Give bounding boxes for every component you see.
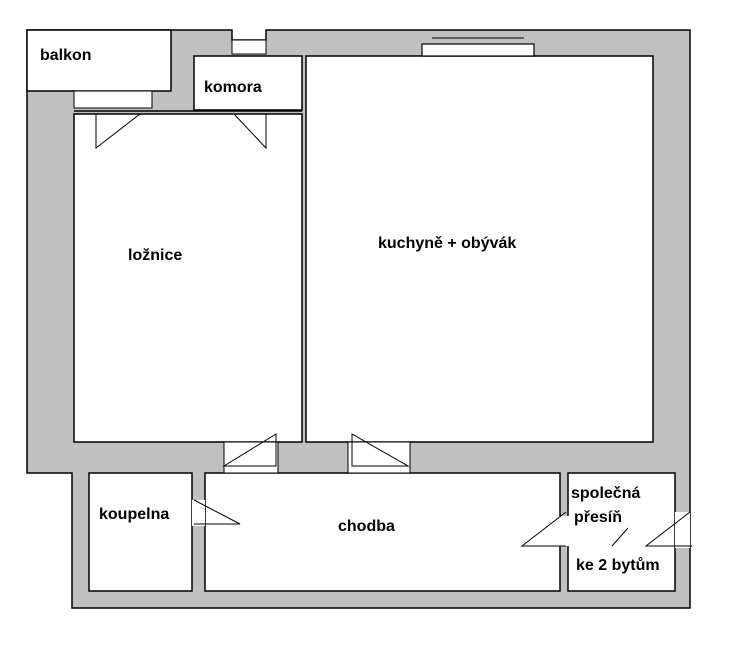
bathroom-label: koupelna [99, 506, 170, 523]
kitchen-door-swing [351, 433, 410, 467]
kitchen-window [421, 43, 535, 57]
bathroom-room [88, 472, 193, 592]
kitchen-living-label: kuchyně + obývák [378, 235, 517, 252]
balcony-door-opening [73, 90, 153, 109]
bedroom-label: ložnice [128, 247, 183, 264]
bedroom-room [73, 113, 303, 443]
corridor-door-opening [558, 516, 570, 546]
corridor-label: chodba [338, 518, 395, 535]
top-window-small [231, 39, 267, 55]
corridor-door-swing [520, 511, 567, 547]
corridor-room [204, 472, 561, 592]
shared-hallway-label-line1: společná [571, 485, 641, 502]
shared-hallway-divider [611, 527, 629, 547]
storage-room [193, 55, 303, 111]
shared-hallway-label-line2: přesíň [574, 509, 623, 526]
bathroom-door-opening [192, 500, 205, 526]
storage-label: komora [204, 79, 262, 96]
kitchen-door-opening [347, 441, 411, 474]
balcony-label: balkon [40, 47, 92, 64]
storage-door-swing [233, 113, 267, 150]
bedroom-door-swing [222, 433, 277, 467]
kitchen-living-room [305, 55, 654, 443]
shared-hallway-label-line3: ke 2 bytům [576, 557, 660, 574]
shared-hallway-room [567, 472, 676, 592]
balcony-room [26, 29, 172, 92]
bedroom-door-opening [223, 441, 279, 474]
bathroom-door-swing [193, 499, 241, 525]
entrance-door-swing [644, 511, 692, 547]
balcony-door-swing [95, 113, 141, 150]
